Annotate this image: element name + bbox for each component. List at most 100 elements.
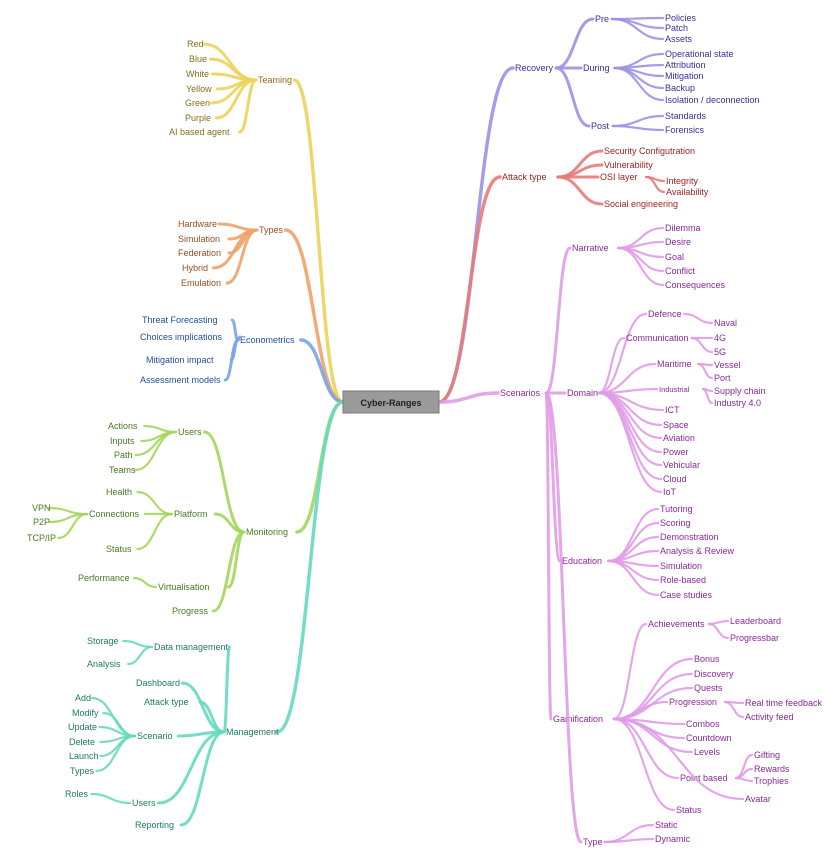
node-add: Add [75, 693, 91, 703]
node-econometrics: Econometrics [240, 335, 295, 345]
edge-consequences [617, 246, 665, 287]
node-forensics: Forensics [665, 125, 705, 135]
node-desire: Desire [665, 237, 691, 247]
node-actions: Actions [108, 421, 138, 431]
edge-iot [597, 391, 663, 494]
node-communication: Communication [626, 333, 689, 343]
edge-education [544, 391, 562, 563]
node-choices-implications: Choices implications [140, 332, 223, 342]
node-avatar: Avatar [745, 794, 771, 804]
node-types: Types [70, 766, 95, 776]
node-analysis-and-review: Analysis & Review [660, 546, 735, 556]
node-ai-based-agent: AI based agent [169, 127, 230, 137]
node-users: Users [178, 427, 202, 437]
branch-edge-attack-type [437, 175, 502, 404]
node-progress: Progress [172, 606, 209, 616]
node-tutoring: Tutoring [660, 504, 693, 514]
node-threat-forecasting: Threat Forecasting [142, 315, 218, 325]
node-path: Path [114, 450, 133, 460]
edge-industry-4-0 [701, 387, 714, 405]
edge-desire [617, 240, 665, 250]
edge-assessment-models [223, 338, 240, 382]
node-osi-layer: OSI layer [600, 172, 638, 182]
branch-edge-teaming [292, 78, 345, 404]
node-red: Red [187, 39, 204, 49]
edge-isolation-deconnection [613, 66, 665, 102]
edge-status [136, 512, 174, 551]
node-availability: Availability [666, 187, 709, 197]
edge-dashboard [180, 681, 226, 734]
edge-users [203, 430, 246, 534]
node-attack-type: Attack type [144, 697, 189, 707]
edge-port [697, 362, 714, 380]
node-scenario: Scenario [137, 731, 173, 741]
node-bonus: Bonus [694, 654, 720, 664]
edge-teams [134, 430, 178, 472]
node-industry-4-0: Industry 4.0 [714, 398, 761, 408]
node-dashboard: Dashboard [136, 678, 180, 688]
edge-progressbar [707, 622, 730, 640]
node-aviation: Aviation [663, 433, 695, 443]
node-mitigation-impact: Mitigation impact [146, 355, 214, 365]
node-isolation-deconnection: Isolation / deconnection [665, 95, 760, 105]
edge-emulation [225, 228, 259, 285]
node-modify: Modify [72, 708, 99, 718]
edge-update [98, 725, 137, 738]
node-leaderboard: Leaderboard [730, 616, 781, 626]
edge-purple [214, 78, 258, 120]
node-education: Education [562, 556, 602, 566]
edge-trophies [734, 776, 754, 783]
node-attribution: Attribution [665, 60, 706, 70]
edge-actions [143, 424, 178, 434]
edge-status [612, 717, 676, 812]
node-teams: Teams [109, 465, 136, 475]
node-vpn: VPN [32, 503, 51, 513]
node-patch: Patch [665, 23, 688, 33]
node-naval: Naval [714, 318, 737, 328]
node-levels: Levels [694, 747, 721, 757]
node-progressbar: Progressbar [730, 633, 779, 643]
node-types: Types [259, 225, 284, 235]
edge-activity-feed [723, 700, 745, 719]
node-security-configutration: Security Configutration [604, 146, 695, 156]
node-yellow: Yellow [186, 84, 212, 94]
node-update: Update [68, 722, 97, 732]
node-defence: Defence [648, 309, 682, 319]
node-performance: Performance [78, 573, 130, 583]
node-static: Static [655, 820, 678, 830]
node-quests: Quests [694, 683, 723, 693]
node-health: Health [106, 487, 132, 497]
node-hybrid: Hybrid [182, 263, 208, 273]
node-status: Status [676, 805, 702, 815]
node-combos: Combos [686, 719, 720, 729]
node-post: Post [591, 121, 610, 131]
edge-health [136, 490, 174, 516]
edge-avatar [612, 717, 745, 801]
node-demonstration: Demonstration [660, 532, 719, 542]
node-dynamic: Dynamic [655, 834, 691, 844]
edge-standards [611, 114, 665, 128]
node-5g: 5G [714, 347, 726, 357]
node-simulation: Simulation [660, 561, 702, 571]
node-emulation: Emulation [181, 278, 221, 288]
node-launch: Launch [69, 751, 99, 761]
node-mitigation: Mitigation [665, 71, 704, 81]
edge-assets [610, 17, 665, 41]
edge-types [95, 734, 137, 773]
edge-performance [132, 576, 158, 589]
edge-storage [122, 639, 154, 649]
node-vulnerability: Vulnerability [604, 160, 653, 170]
node-scoring: Scoring [660, 518, 691, 528]
node-industrial: Industrial [659, 385, 690, 394]
node-dilemma: Dilemma [665, 223, 701, 233]
node-users: Users [132, 798, 156, 808]
node-4g: 4G [714, 333, 726, 343]
node-real-time-feedback: Real time feedback [745, 698, 823, 708]
node-attack-type: Attack type [502, 172, 547, 182]
node-virtualisation: Virtualisation [158, 582, 209, 592]
node-reporting: Reporting [135, 820, 174, 830]
edge-progress [211, 530, 246, 613]
node-hardware: Hardware [178, 219, 217, 229]
edge-vulnerability [556, 163, 604, 179]
